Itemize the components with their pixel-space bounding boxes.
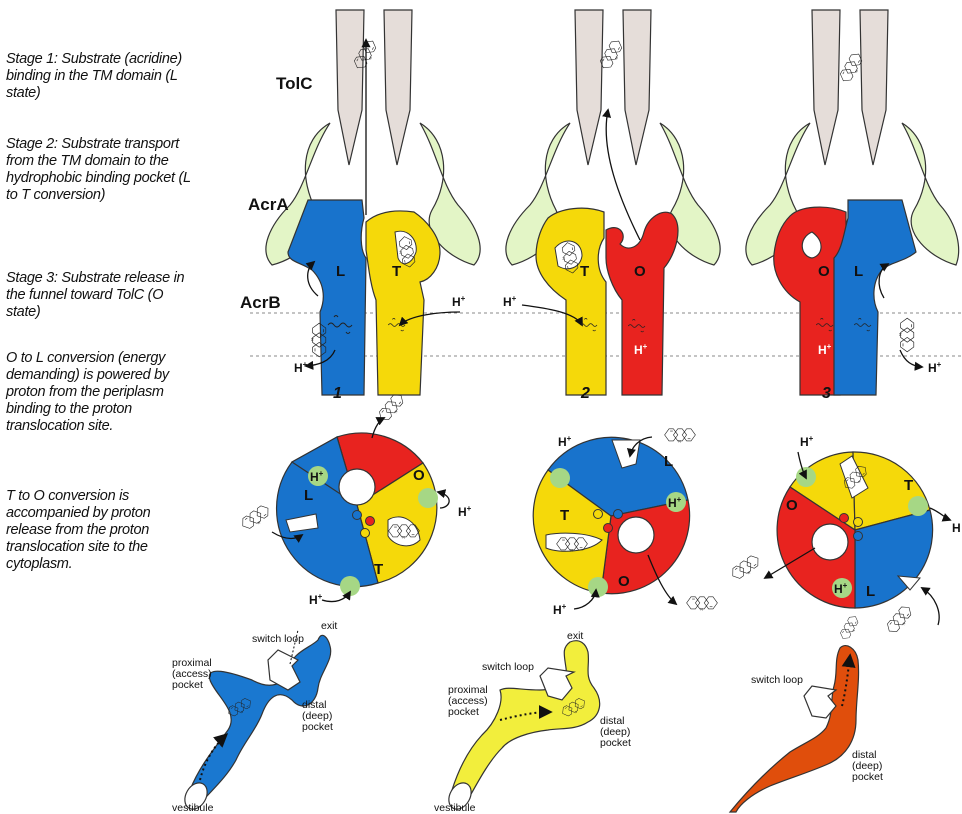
svg-text:H+: H+	[458, 504, 472, 519]
distal-label-3: pocket	[302, 721, 333, 733]
panel-number-2: 2	[580, 385, 590, 402]
svg-text:H+: H+	[452, 294, 466, 309]
panel-2-side-view	[506, 10, 720, 395]
label-o: O	[818, 263, 830, 280]
proton-site	[418, 488, 438, 508]
acridine-icon	[729, 553, 763, 583]
svg-text:H+: H+	[294, 360, 308, 375]
central-pore	[339, 469, 375, 505]
distal-label-3: pocket	[600, 737, 631, 749]
svg-text:H+: H+	[558, 434, 572, 449]
svg-text:H+: H+	[800, 434, 814, 449]
label-t: T	[560, 507, 569, 524]
switch-loop-label: switch loop	[482, 661, 534, 673]
switch-loop-label: switch loop	[751, 674, 803, 686]
panel-3-top-view	[729, 452, 950, 637]
acridine-icon	[839, 614, 862, 642]
svg-text:H+: H+	[553, 602, 567, 617]
svg-text:H+: H+	[309, 592, 323, 607]
switch-loop-label: switch loop	[252, 633, 304, 645]
label-o: O	[413, 467, 425, 484]
acra-label: AcrA	[248, 195, 289, 214]
panel-number-1: 1	[333, 385, 342, 402]
central-pore	[618, 517, 654, 553]
central-pore	[812, 524, 848, 560]
svg-text:H+: H+	[503, 294, 517, 309]
panel-number-3: 3	[822, 385, 831, 402]
label-l: L	[304, 487, 313, 504]
panel-3-pocket-view	[730, 614, 862, 812]
vestibule-label: vestibule	[434, 802, 476, 814]
label-l: L	[336, 263, 345, 280]
proximal-label-3: pocket	[448, 706, 479, 718]
label-o: O	[618, 573, 630, 590]
acrb-protomer-l	[834, 200, 916, 395]
label-t: T	[374, 561, 383, 578]
distal-label-3: pocket	[852, 771, 883, 783]
vestibule-label: vestibule	[172, 802, 214, 814]
label-t: T	[392, 263, 401, 280]
exit-label: exit	[567, 630, 583, 642]
panel-1-side-view	[266, 10, 480, 395]
acridine-icon	[665, 429, 696, 444]
svg-text:H+: H+	[928, 360, 942, 375]
label-t: T	[904, 477, 913, 494]
acrb-label: AcrB	[240, 293, 281, 312]
label-o: O	[786, 497, 798, 514]
tolc-right-wall	[384, 10, 412, 165]
exit-label: exit	[321, 620, 337, 632]
acridine-icon	[687, 597, 718, 612]
acridine-icon	[885, 604, 916, 637]
label-l: L	[854, 263, 863, 280]
label-t: T	[580, 263, 589, 280]
label-l: L	[664, 453, 673, 470]
label-l: L	[866, 583, 875, 600]
acridine-icon	[898, 318, 914, 352]
panel-1-top-view	[239, 392, 449, 602]
panel-3-side-view	[746, 10, 959, 395]
svg-text:H: H	[952, 521, 961, 535]
proton-site	[588, 577, 608, 597]
acrb-protomer-t	[536, 208, 606, 395]
acrb-protomer-o	[606, 212, 678, 395]
proximal-label-3: pocket	[172, 679, 203, 691]
proton-site	[908, 496, 928, 516]
acridine-icon	[239, 503, 273, 533]
label-o: O	[634, 263, 646, 280]
tolc-label: TolC	[276, 74, 313, 93]
tolc-left-wall	[336, 10, 364, 165]
proton-site	[550, 468, 570, 488]
